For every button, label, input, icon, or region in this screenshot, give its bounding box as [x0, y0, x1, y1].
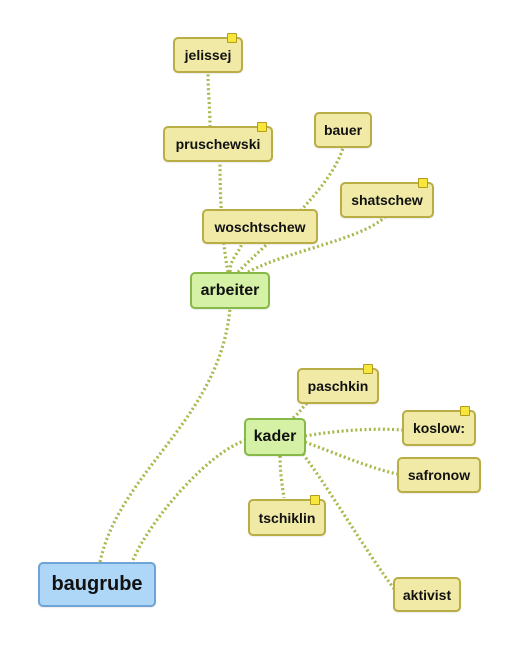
- node-label: kader: [253, 428, 297, 445]
- edge-arbeiter-pruschewski: [218, 161, 230, 273]
- edge-pruschewski-jelissej: [206, 73, 212, 128]
- edge-baugrube-kader: [131, 438, 248, 561]
- node-safronow[interactable]: safronow: [397, 457, 481, 493]
- node-label: arbeiter: [200, 281, 260, 299]
- note-icon: [310, 495, 320, 505]
- note-icon: [418, 178, 428, 188]
- node-woschtschew[interactable]: woschtschew: [202, 209, 318, 244]
- note-icon: [257, 122, 267, 132]
- node-label: baugrube: [51, 573, 143, 595]
- node-tschiklin[interactable]: tschiklin: [248, 495, 326, 536]
- edge-kader-paschkin: [291, 400, 310, 420]
- node-label: jelissej: [184, 47, 232, 63]
- node-bauer[interactable]: bauer: [314, 112, 372, 148]
- node-label: koslow:: [412, 420, 466, 436]
- note-icon: [363, 364, 373, 374]
- edge-arbeiter-shatschew: [247, 215, 387, 274]
- node-pruschewski[interactable]: pruschewski: [163, 122, 273, 162]
- node-koslow[interactable]: koslow:: [402, 406, 476, 446]
- note-icon: [227, 33, 237, 43]
- node-label: pruschewski: [175, 136, 261, 152]
- node-label: aktivist: [402, 586, 452, 603]
- edge-kader-tschiklin: [278, 455, 286, 499]
- node-paschkin[interactable]: paschkin: [297, 364, 379, 404]
- node-shatschew[interactable]: shatschew: [340, 178, 434, 218]
- edge-kader-koslow: [304, 427, 403, 438]
- edge-baugrube-arbeiter: [98, 307, 232, 563]
- edge-arbeiter-woschtschew: [228, 242, 244, 273]
- node-label: paschkin: [307, 378, 369, 394]
- node-jelissej[interactable]: jelissej: [173, 33, 243, 73]
- node-label: bauer: [323, 122, 363, 138]
- node-label: shatschew: [351, 192, 423, 208]
- note-icon: [460, 406, 470, 416]
- node-arbeiter[interactable]: arbeiter: [190, 272, 270, 309]
- node-label: tschiklin: [258, 509, 316, 526]
- node-aktivist[interactable]: aktivist: [393, 577, 461, 612]
- node-label: safronow: [407, 467, 471, 483]
- node-kader[interactable]: kader: [244, 418, 306, 456]
- node-baugrube[interactable]: baugrube: [38, 562, 156, 607]
- node-label: woschtschew: [214, 218, 306, 235]
- edge-kader-safronow: [304, 440, 398, 476]
